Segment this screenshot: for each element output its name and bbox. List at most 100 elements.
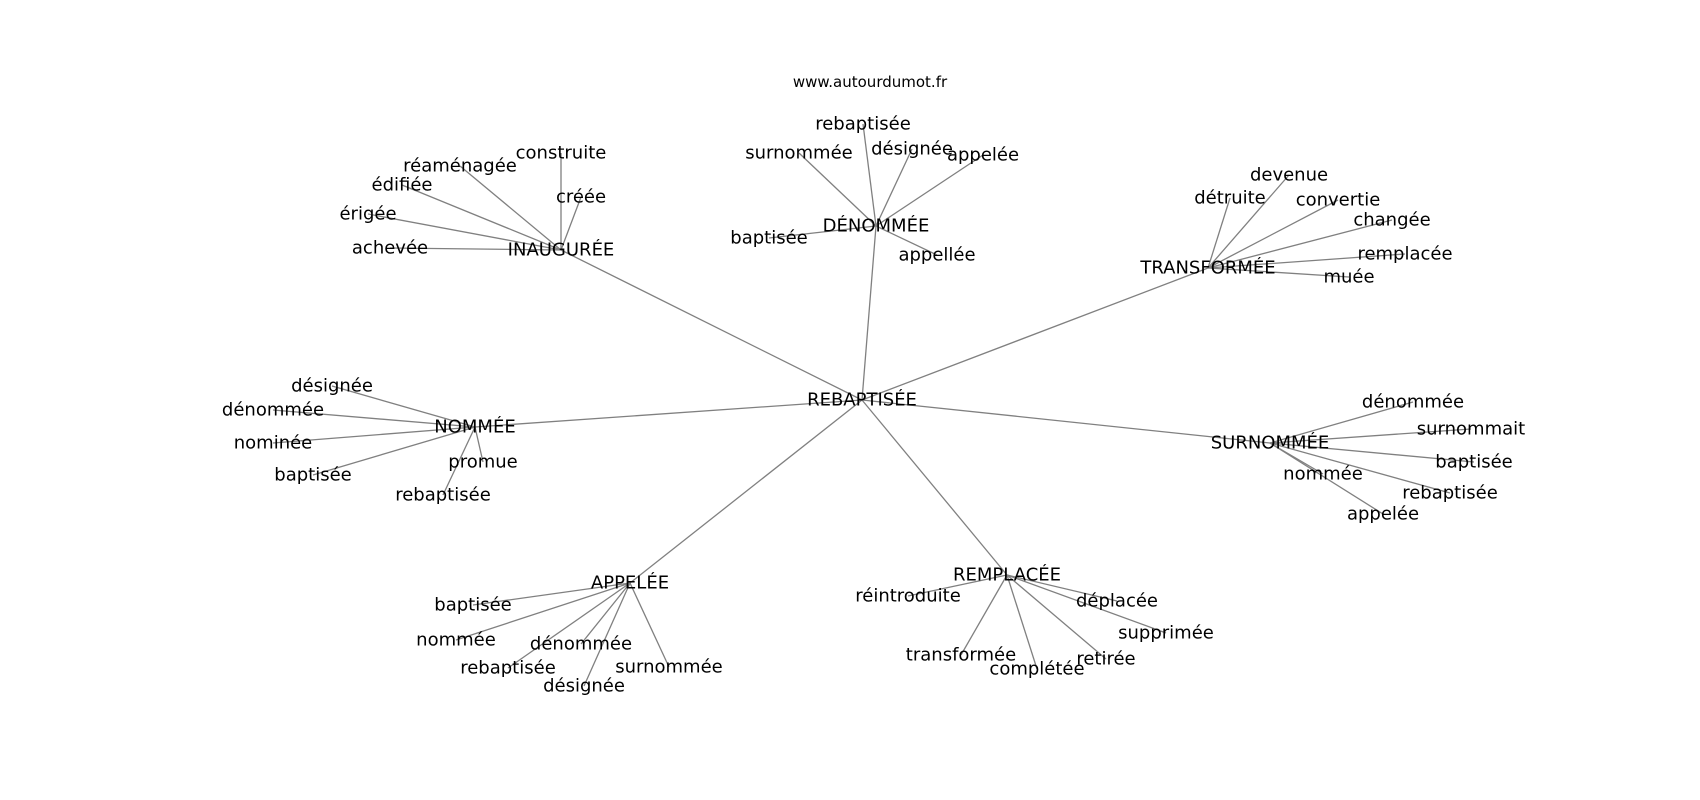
leaf-node-inauguree-edifiee[interactable]: édifiée [372, 175, 433, 196]
edge-surnommee-denommee [1269, 401, 1414, 444]
root-node[interactable]: REBAPTISÉE [807, 389, 917, 411]
leaf-node-nommee-nominee[interactable]: nominée [234, 433, 313, 454]
edge-appelee-designee [583, 582, 631, 687]
leaf-node-remplacee-transformee[interactable]: transformée [906, 645, 1016, 666]
edge-appelee-rebaptisee [507, 582, 631, 669]
leaf-node-appelee-designee[interactable]: désignée [543, 676, 625, 697]
edge-surnommee-baptisee [1269, 442, 1475, 463]
edge-nommee-nominee [272, 426, 476, 444]
edge-remplacee-supprimee [1006, 574, 1167, 634]
edge-surnommee-rebaptisee [1269, 442, 1451, 494]
leaf-node-nommee-promue[interactable]: promue [448, 452, 517, 473]
edge-nommee-promue [474, 426, 484, 463]
edge-root-denommee [861, 225, 877, 401]
leaf-node-remplacee-retiree[interactable]: retirée [1076, 649, 1135, 670]
edge-remplacee-deplacee [1006, 574, 1118, 602]
leaf-node-denommee-baptisee[interactable]: baptisée [730, 228, 807, 249]
edge-surnommee-surnommait [1269, 428, 1472, 444]
hub-node-inauguree[interactable]: INAUGURÉE [508, 239, 615, 261]
edge-nommee-denommee [272, 409, 476, 428]
edge-inauguree-achevee [389, 247, 562, 251]
leaf-node-inauguree-construite[interactable]: construite [516, 143, 607, 164]
leaf-node-appelee-rebaptisee[interactable]: rebaptisée [460, 658, 556, 679]
leaf-node-surnommee-rebaptisee[interactable]: rebaptisée [1402, 483, 1498, 504]
edge-root-appelee [629, 399, 863, 584]
leaf-node-transformee-remplacee[interactable]: remplacée [1357, 244, 1452, 265]
leaf-node-nommee-denommee[interactable]: dénommée [222, 400, 324, 421]
leaf-node-inauguree-erigee[interactable]: érigée [339, 204, 396, 225]
hub-node-surnommee[interactable]: SURNOMMÉE [1211, 432, 1330, 454]
leaf-node-surnommee-surnommait[interactable]: surnommait [1417, 419, 1525, 440]
edge-appelee-denommee [580, 582, 631, 645]
hub-node-appelee[interactable]: APPELÉE [591, 572, 669, 594]
edge-surnommee-appelee [1269, 442, 1384, 515]
edge-appelee-baptisee [472, 582, 631, 606]
graph-labels: REBAPTISÉEINAUGURÉEconstruiteréaménagéeé… [222, 114, 1525, 697]
leaf-node-transformee-muee[interactable]: muée [1323, 267, 1374, 288]
leaf-node-appelee-denommee[interactable]: dénommée [530, 634, 632, 655]
leaf-node-appelee-nommee[interactable]: nommée [416, 630, 496, 651]
edge-transformee-muee [1207, 267, 1350, 278]
hub-node-nommee[interactable]: NOMMÉE [434, 416, 515, 438]
edge-transformee-convertie [1207, 199, 1339, 269]
edge-nommee-designee [331, 385, 476, 428]
leaf-node-denommee-surnommee[interactable]: surnommée [745, 143, 853, 164]
leaf-node-remplacee-reintroduite[interactable]: réintroduite [855, 586, 961, 607]
edge-remplacee-completee [1006, 574, 1038, 670]
leaf-node-surnommee-nommee[interactable]: nommée [1283, 464, 1363, 485]
leaf-node-inauguree-reamenagee[interactable]: réaménagée [403, 156, 517, 177]
edge-root-surnommee [861, 399, 1271, 444]
edge-transformee-remplacee [1207, 253, 1406, 269]
site-watermark: www.autourdumot.fr [792, 73, 948, 91]
hub-node-denommee[interactable]: DÉNOMMÉE [823, 215, 930, 237]
leaf-node-denommee-rebaptisee[interactable]: rebaptisée [815, 114, 911, 135]
edge-remplacee-transformee [960, 574, 1008, 656]
leaf-node-surnommee-denommee[interactable]: dénommée [1362, 392, 1464, 413]
leaf-node-nommee-rebaptisee[interactable]: rebaptisée [395, 485, 491, 506]
edge-denommee-rebaptisee [862, 123, 877, 227]
edge-appelee-nommee [455, 582, 631, 641]
edge-denommee-surnommee [798, 152, 877, 227]
edge-root-nommee [474, 399, 863, 428]
leaf-node-nommee-designee[interactable]: désignée [291, 376, 373, 397]
leaf-node-surnommee-baptisee[interactable]: baptisée [1435, 452, 1512, 473]
leaf-node-inauguree-creee[interactable]: créée [556, 187, 606, 208]
edge-inauguree-edifiee [401, 184, 562, 251]
edge-remplacee-retiree [1006, 574, 1107, 660]
leaf-node-remplacee-completee[interactable]: complétée [989, 659, 1084, 680]
edge-transformee-detruite [1207, 197, 1231, 269]
leaf-node-appelee-surnommee[interactable]: surnommée [615, 657, 723, 678]
edge-inauguree-creee [560, 196, 582, 251]
edge-root-inauguree [560, 249, 863, 401]
graph-edges [272, 123, 1475, 687]
leaf-node-inauguree-achevee[interactable]: achevée [352, 238, 428, 259]
edge-root-transformee [861, 267, 1209, 401]
edge-nommee-baptisee [312, 426, 476, 476]
leaf-node-transformee-detruite[interactable]: détruite [1194, 188, 1266, 209]
leaf-node-nommee-baptisee[interactable]: baptisée [274, 465, 351, 486]
edge-transformee-changee [1207, 219, 1393, 269]
leaf-node-surnommee-appelee[interactable]: appelée [1347, 504, 1419, 525]
edge-denommee-baptisee [768, 225, 877, 239]
edge-inauguree-reamenagee [459, 165, 562, 251]
hub-node-remplacee[interactable]: REMPLACÉE [953, 564, 1061, 586]
edge-denommee-designee [875, 148, 913, 227]
edge-denommee-appellee [875, 225, 938, 256]
leaf-node-denommee-designee[interactable]: désignée [871, 139, 953, 160]
leaf-node-remplacee-supprimee[interactable]: supprimée [1118, 623, 1214, 644]
edge-appelee-surnommee [629, 582, 670, 668]
edge-root-remplacee [861, 399, 1008, 576]
leaf-node-denommee-appellee[interactable]: appellée [898, 245, 975, 266]
leaf-node-transformee-changee[interactable]: changée [1353, 210, 1430, 231]
edge-denommee-appelee [875, 154, 984, 227]
leaf-node-denommee-appelee[interactable]: appelée [947, 145, 1019, 166]
hub-node-transformee[interactable]: TRANSFORMÉE [1139, 257, 1275, 279]
edge-transformee-devenue [1207, 174, 1290, 269]
leaf-node-transformee-convertie[interactable]: convertie [1296, 190, 1381, 211]
leaf-node-remplacee-deplacee[interactable]: déplacée [1076, 591, 1158, 612]
edge-nommee-rebaptisee [442, 426, 476, 496]
leaf-node-appelee-baptisee[interactable]: baptisée [434, 595, 511, 616]
leaf-node-transformee-devenue[interactable]: devenue [1250, 165, 1328, 186]
edge-remplacee-reintroduite [907, 574, 1008, 597]
